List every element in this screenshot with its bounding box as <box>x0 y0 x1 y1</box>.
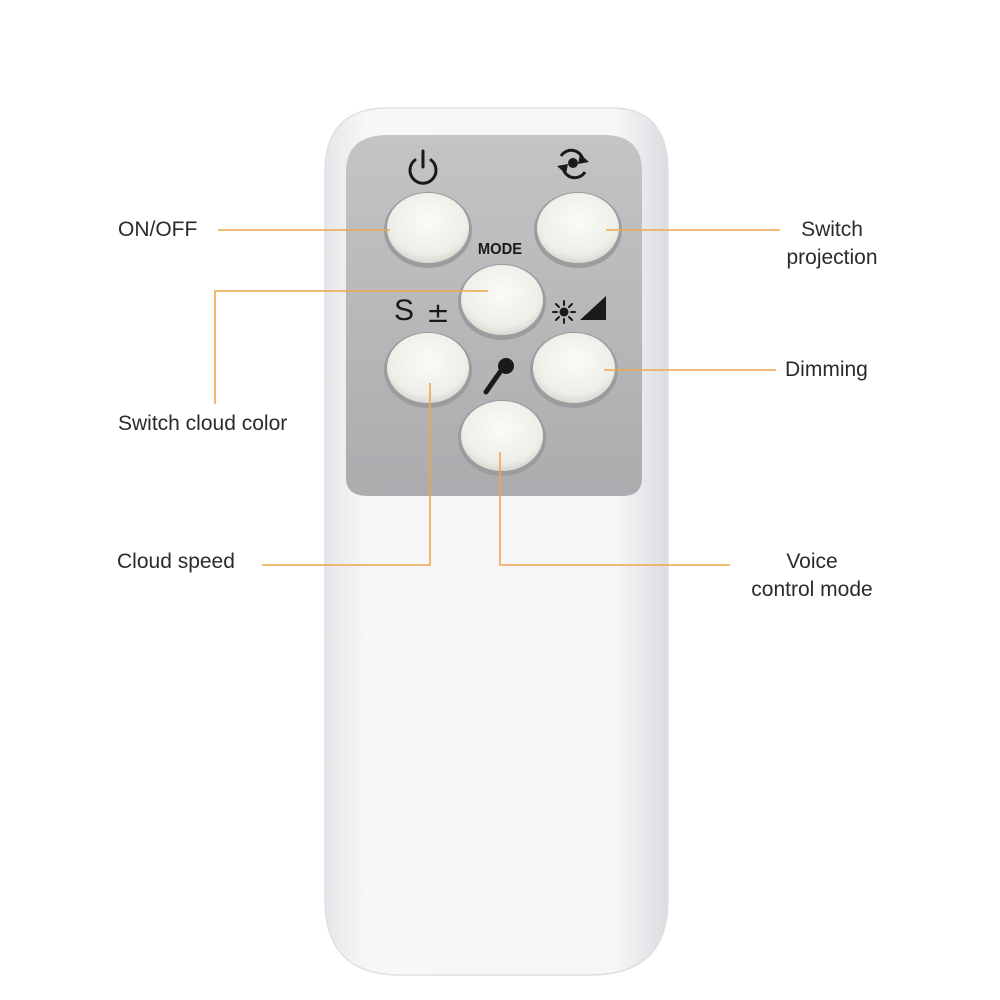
cloud-speed-button[interactable] <box>384 332 472 408</box>
projection-rotate-icon <box>557 148 589 180</box>
plus-minus-text: ± <box>426 296 449 329</box>
label-voice-control-mode: Voice control mode <box>736 548 888 604</box>
label-voice-control-line-2: control mode <box>751 578 873 601</box>
leader-line-cloud-speed <box>262 383 431 566</box>
mode-text: MODE <box>478 240 522 258</box>
label-switch-projection: Switch projection <box>772 216 892 272</box>
label-dimming: Dimming <box>785 358 868 381</box>
mode-button[interactable] <box>458 264 546 340</box>
label-switch-projection-line-1: Switch <box>801 218 863 241</box>
label-on-off: ON/OFF <box>118 218 198 241</box>
label-voice-control-line-1: Voice <box>786 550 838 573</box>
brightness-icon <box>552 296 606 324</box>
switch-projection-button[interactable] <box>534 192 622 268</box>
leader-line-switch-cloud-color <box>214 290 488 404</box>
label-cloud-speed: Cloud speed <box>117 550 235 573</box>
power-button[interactable] <box>384 192 472 268</box>
speed-text: S <box>394 294 414 327</box>
microphone-icon <box>483 358 514 395</box>
voice-control-button[interactable] <box>458 400 546 476</box>
label-switch-cloud-color: Switch cloud color <box>118 412 288 435</box>
label-switch-projection-line-2: projection <box>786 246 878 269</box>
dimming-button[interactable] <box>530 332 618 408</box>
power-icon <box>408 149 438 185</box>
leader-line-voice-control <box>499 452 730 566</box>
